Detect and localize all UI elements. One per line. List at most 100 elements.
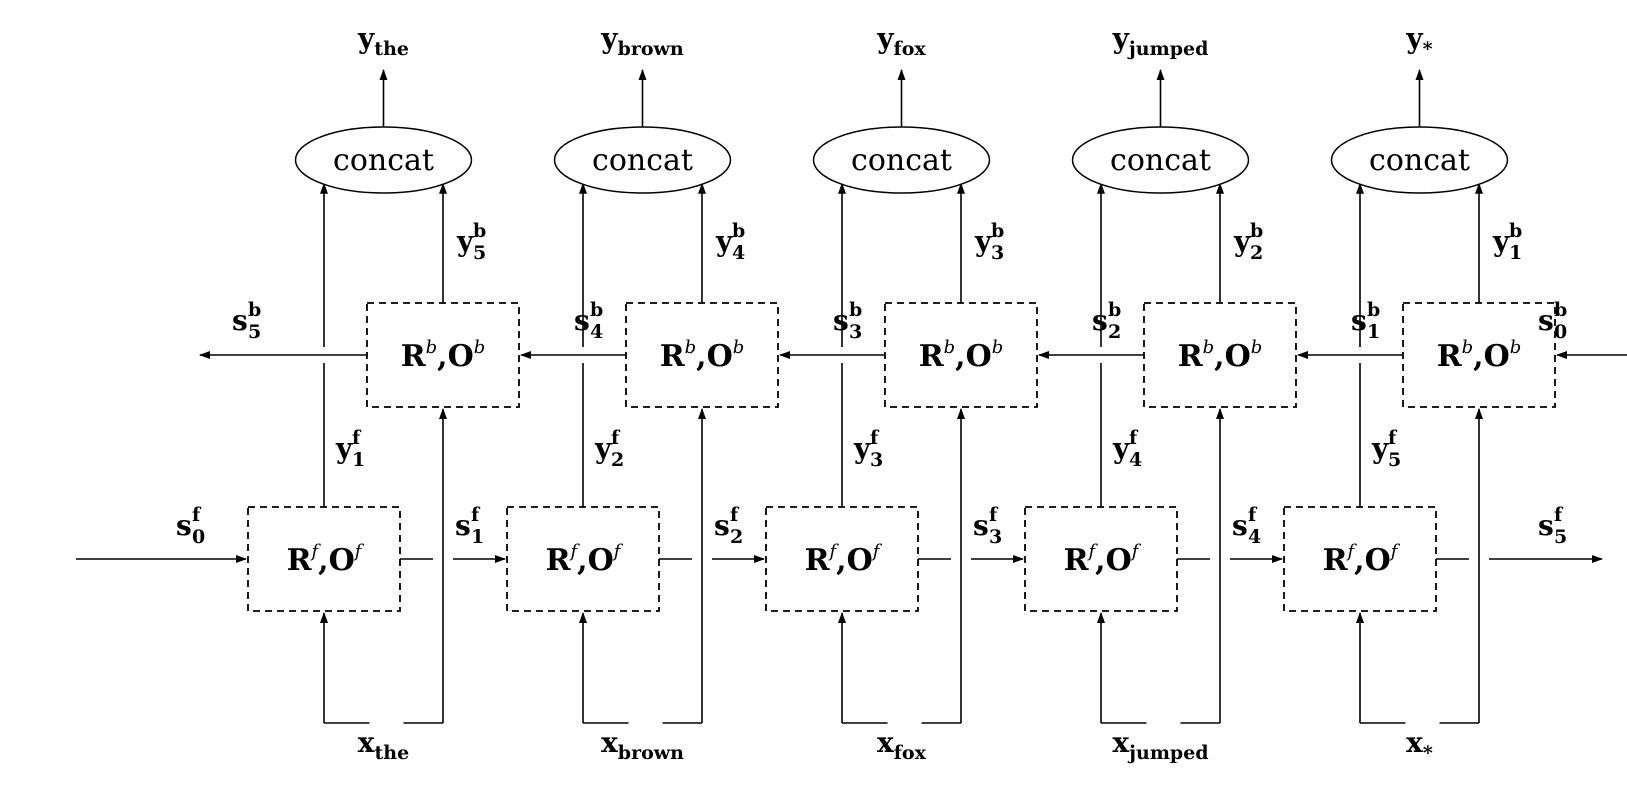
- output-y-label: ythe: [357, 22, 409, 60]
- forward-state-label-subscript: 0: [192, 526, 205, 548]
- backward-state-label-superscript: b: [1367, 299, 1380, 321]
- forward-output-label-base: y: [853, 432, 871, 465]
- backward-cell-box: [1402, 302, 1556, 408]
- backward-cell-label: Rb,Ob: [1437, 337, 1522, 374]
- backward-output-label-superscript: b: [732, 220, 745, 242]
- forward-output-label-subscript: 1: [352, 449, 365, 471]
- forward-cell-label: Rf,Of: [1323, 541, 1401, 578]
- forward-state-label-final-superscript: f: [1554, 504, 1564, 526]
- forward-output-label-superscript: f: [352, 427, 362, 449]
- concat-label: concat: [333, 143, 434, 178]
- forward-cell-box: [1283, 506, 1437, 612]
- input-x-label-sub: *: [1423, 742, 1433, 764]
- backward-state-label-base: s: [1092, 304, 1108, 337]
- backward-output-label-base: y: [456, 225, 474, 258]
- output-y-label-sub: *: [1423, 38, 1433, 60]
- input-x-label: xbrown: [601, 726, 684, 764]
- forward-output-label-base: y: [335, 432, 353, 465]
- input-x-label: xfox: [877, 726, 927, 764]
- backward-output-label-subscript: 2: [1250, 242, 1263, 264]
- input-x-label-base: x: [1112, 726, 1129, 759]
- backward-cell-box: [625, 302, 779, 408]
- backward-cell-box: [884, 302, 1038, 408]
- backward-state-label-superscript: b: [248, 299, 261, 321]
- concat-ellipse: [294, 126, 473, 194]
- concat-label: concat: [1110, 143, 1211, 178]
- forward-cell-label: Rf,Of: [546, 541, 624, 578]
- input-x-label-sub: fox: [894, 742, 927, 764]
- concat-label: concat: [1369, 143, 1470, 178]
- backward-state-label-base: s: [574, 304, 590, 337]
- input-x-label-base: x: [358, 726, 375, 759]
- output-y-label-sub: fox: [894, 38, 927, 60]
- forward-state-label-final-subscript: 5: [1554, 526, 1567, 548]
- backward-output-label-subscript: 5: [473, 242, 486, 264]
- output-y-label-base: y: [1405, 22, 1423, 55]
- forward-state-label-base: s: [455, 509, 471, 542]
- forward-cell-label: Rf,Of: [805, 541, 883, 578]
- forward-state-label-base: s: [714, 509, 730, 542]
- concat-ellipse: [553, 126, 732, 194]
- backward-cell-label: Rb,Ob: [1178, 337, 1263, 374]
- backward-output-label-superscript: b: [1509, 220, 1522, 242]
- output-y-label: yfox: [876, 22, 926, 60]
- forward-cell-label: Rf,Of: [1064, 541, 1142, 578]
- output-y-label-base: y: [1112, 22, 1130, 55]
- output-y-label-sub: the: [374, 38, 409, 60]
- backward-state-label-subscript: 5: [248, 321, 261, 343]
- forward-output-label-subscript: 5: [1388, 449, 1401, 471]
- backward-output-label-base: y: [715, 225, 733, 258]
- input-x-label-sub: jumped: [1127, 742, 1208, 764]
- forward-output-label-superscript: f: [1129, 427, 1139, 449]
- input-x-label: x*: [1406, 726, 1433, 764]
- forward-output-label-subscript: 4: [1129, 449, 1142, 471]
- backward-output-label-base: y: [974, 225, 992, 258]
- forward-state-label-subscript: 2: [730, 526, 743, 548]
- backward-state-label-superscript: b: [849, 299, 862, 321]
- input-x-label: xjumped: [1112, 726, 1208, 764]
- output-y-label-sub: brown: [618, 38, 684, 60]
- output-y-label-base: y: [357, 22, 375, 55]
- backward-cell-box: [1143, 302, 1297, 408]
- input-x-label-base: x: [601, 726, 618, 759]
- forward-output-label-base: y: [1371, 432, 1389, 465]
- output-y-label: ybrown: [600, 22, 684, 60]
- forward-output-label-subscript: 2: [611, 449, 624, 471]
- forward-cell-label: Rf,Of: [287, 541, 365, 578]
- backward-cell-label: Rb,Ob: [401, 337, 486, 374]
- forward-output-label-superscript: f: [870, 427, 880, 449]
- concat-ellipse: [812, 126, 991, 194]
- backward-output-label-base: y: [1233, 225, 1251, 258]
- concat-label: concat: [851, 143, 952, 178]
- backward-state-label-initial-base: s: [1538, 304, 1554, 337]
- forward-output-label-subscript: 3: [870, 449, 883, 471]
- backward-cell-box: [366, 302, 520, 408]
- forward-state-label-base: s: [973, 509, 989, 542]
- forward-cell-box: [506, 506, 660, 612]
- backward-state-label-base: s: [232, 304, 248, 337]
- forward-state-label-subscript: 3: [989, 526, 1002, 548]
- backward-output-label-subscript: 4: [732, 242, 745, 264]
- forward-state-label-superscript: f: [989, 504, 999, 526]
- backward-output-label-subscript: 1: [1509, 242, 1522, 264]
- backward-state-label-subscript: 3: [849, 321, 862, 343]
- output-y-label-base: y: [876, 22, 894, 55]
- connection-lines: [76, 69, 1627, 724]
- forward-state-label-subscript: 4: [1248, 526, 1261, 548]
- output-y-label-sub: jumped: [1127, 38, 1208, 60]
